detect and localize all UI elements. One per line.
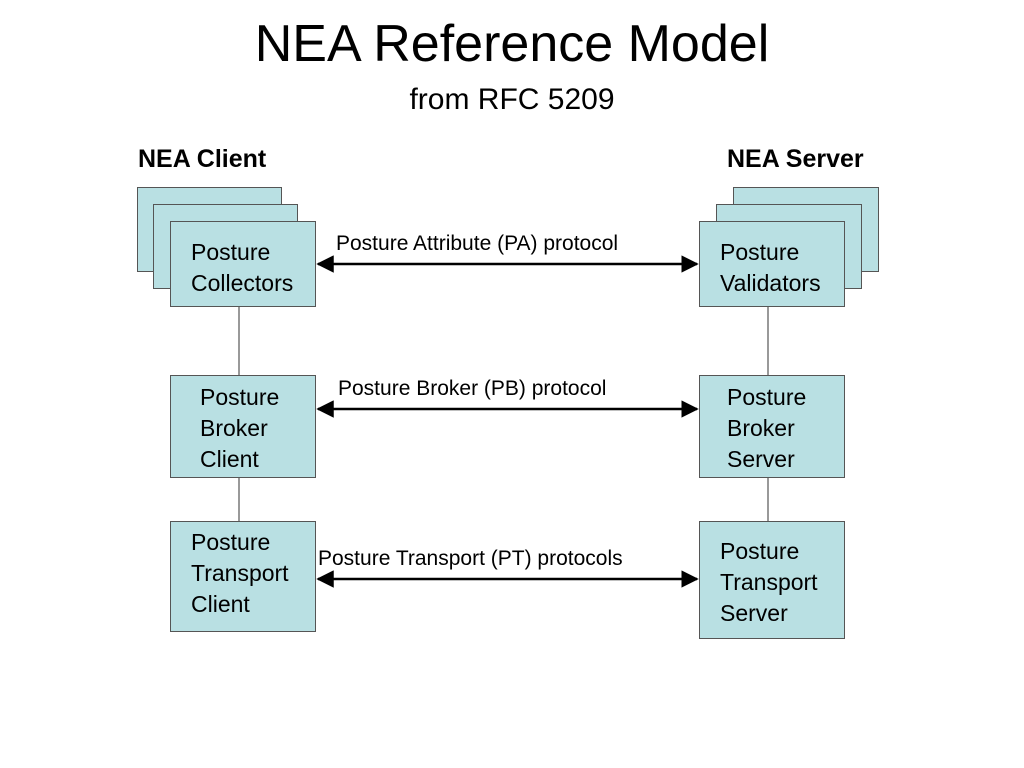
broker-server-line-1: Posture [727,384,807,410]
transport-server-line-3: Server [720,600,788,626]
posture-transport-client-box: Posture Transport Client [170,521,316,632]
server-heading: NEA Server [727,145,864,173]
posture-validators-box: Posture Validators [699,221,845,307]
broker-client-line-3: Client [200,446,259,472]
posture-transport-server-box: Posture Transport Server [699,521,845,639]
client-heading: NEA Client [138,145,267,173]
transport-client-line-1: Posture [191,529,271,555]
broker-client-line-2: Broker [200,415,268,441]
broker-server-line-2: Broker [727,415,795,441]
transport-client-line-3: Client [191,591,250,617]
broker-server-line-3: Server [727,446,795,472]
posture-collectors-line-2: Collectors [191,270,294,296]
transport-client-line-2: Transport [191,560,289,586]
posture-collectors-line-1: Posture [191,239,271,265]
pt-protocol-label: Posture Transport (PT) protocols [318,547,623,570]
posture-collectors-box: Posture Collectors [170,221,316,307]
page-subtitle: from RFC 5209 [409,83,615,116]
posture-broker-client-box: Posture Broker Client [170,375,316,478]
posture-broker-server-box: Posture Broker Server [699,375,845,478]
transport-server-line-2: Transport [720,569,818,595]
pb-protocol-label: Posture Broker (PB) protocol [338,377,607,400]
page-title: NEA Reference Model [254,15,770,73]
posture-validators-line-1: Posture [720,239,800,265]
transport-server-line-1: Posture [720,538,800,564]
broker-client-line-1: Posture [200,384,280,410]
pa-protocol-label: Posture Attribute (PA) protocol [336,232,619,255]
posture-validators-line-2: Validators [720,270,821,296]
